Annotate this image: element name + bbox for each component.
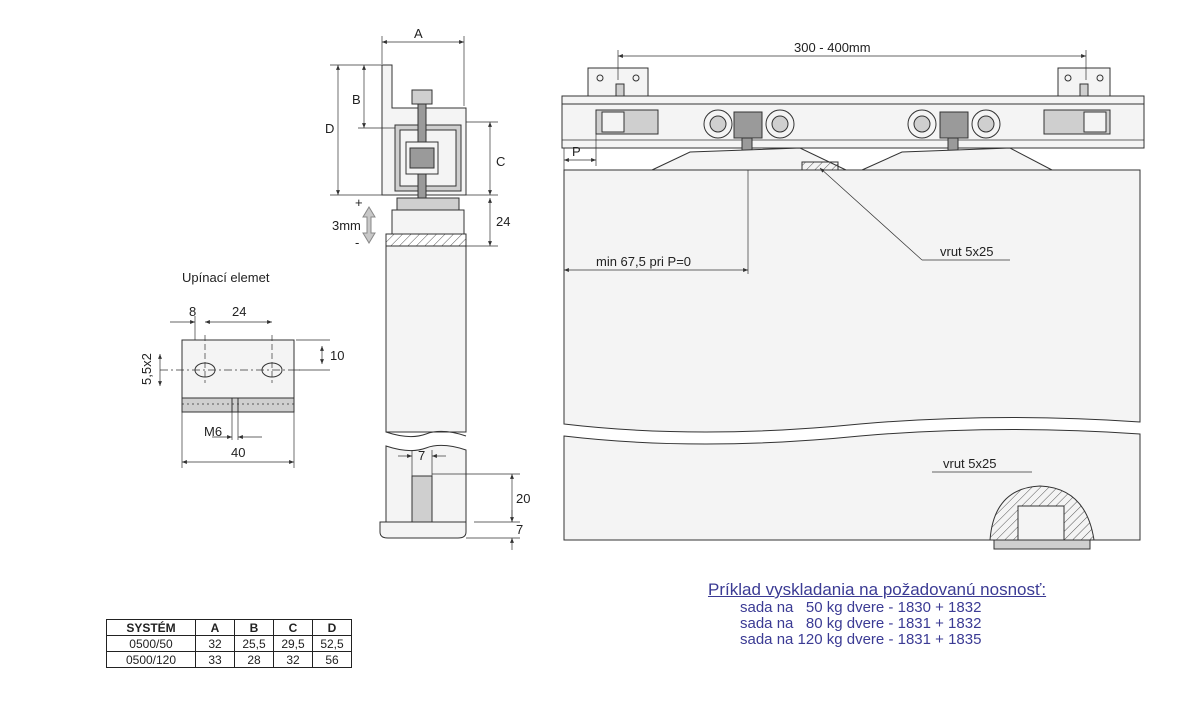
table-cell: 33 xyxy=(195,651,235,668)
screw-label-top: vrut 5x25 xyxy=(940,244,993,259)
hanger-body xyxy=(391,209,465,235)
table-cell: 0500/120 xyxy=(106,651,196,668)
example-block: Príklad vyskladania na požadovanú nosnos… xyxy=(700,580,1120,648)
hanger-plate-right xyxy=(861,147,1053,171)
example-line: sada na 120 kg dvere - 1831 + 1835 xyxy=(740,631,982,648)
adjust-label: 3mm xyxy=(332,218,361,233)
dim-b-label: B xyxy=(352,92,361,107)
dim-slot-label: 5,5x2 xyxy=(139,353,154,385)
example-heading: Príklad vyskladania na požadovanú nosnos… xyxy=(708,580,1047,599)
header-cell: D xyxy=(312,619,352,636)
dim-24-section-label: 24 xyxy=(496,214,510,229)
table-row: 0500/120 33 28 32 56 xyxy=(106,651,352,668)
dim-d-label: D xyxy=(325,121,334,136)
table-cell: 25,5 xyxy=(234,635,274,652)
front-view-drawing: 300 - 400mm P min 67,5 pri P=0 vrut 5x25… xyxy=(561,40,1145,550)
dim-7-top-label: 7 xyxy=(418,448,425,463)
dim-p-label: P xyxy=(572,144,581,159)
table-cell: 0500/50 xyxy=(106,635,196,652)
clamp-element-title: Upínací elemet xyxy=(182,270,270,285)
dim-min-label: min 67,5 pri P=0 xyxy=(596,254,691,269)
adjust-plus: + xyxy=(355,195,363,210)
dim-20-label: 20 xyxy=(516,491,530,506)
example-line: sada na 50 kg dvere - 1830 + 1832 xyxy=(740,599,982,616)
adjust-arrow-icon xyxy=(362,206,376,244)
bottom-guide-block xyxy=(1017,505,1065,541)
header-cell: C xyxy=(273,619,313,636)
door-lower xyxy=(563,428,1141,541)
hanger-plate xyxy=(385,233,467,247)
bottom-guide-plate xyxy=(993,539,1091,550)
example-line: sada na 80 kg dvere - 1831 + 1832 xyxy=(740,615,982,632)
table-cell: 29,5 xyxy=(273,635,313,652)
table-row: 0500/50 32 25,5 29,5 52,5 xyxy=(106,635,352,652)
hanger-nut xyxy=(396,197,460,211)
dim-8-label: 8 xyxy=(189,304,196,319)
dim-24-label: 24 xyxy=(232,304,246,319)
table-cell: 32 xyxy=(273,651,313,668)
clamp-element-drawing: Upínací elemet 8 24 10 5,5x2 M6 xyxy=(139,270,344,468)
screw-label-bottom: vrut 5x25 xyxy=(943,456,996,471)
header-cell: SYSTÉM xyxy=(106,619,196,636)
dim-c-label: C xyxy=(496,154,505,169)
door-leaf-section xyxy=(385,245,467,433)
table-cell: 28 xyxy=(234,651,274,668)
dim-a-label: A xyxy=(414,26,423,41)
adjust-minus: - xyxy=(355,235,359,250)
bolt-head xyxy=(411,89,433,105)
header-cell: A xyxy=(195,619,235,636)
guide-pin xyxy=(411,475,433,527)
dim-7-bottom-label: 7 xyxy=(516,522,523,537)
system-table: SYSTÉM A B C D 0500/50 32 25,5 29,5 52,5… xyxy=(106,619,352,668)
system-table-header: SYSTÉM A B C D xyxy=(106,619,352,636)
dim-40-label: 40 xyxy=(231,445,245,460)
section-view-drawing: A B D C 24 + 3mm - 7 20 xyxy=(325,26,530,550)
dim-10-label: 10 xyxy=(330,348,344,363)
table-cell: 52,5 xyxy=(312,635,352,652)
door-upper xyxy=(563,169,1141,433)
dim-span-label: 300 - 400mm xyxy=(794,40,871,55)
table-cell: 56 xyxy=(312,651,352,668)
guide-base xyxy=(379,521,467,539)
dim-m6-label: M6 xyxy=(204,424,222,439)
table-cell: 32 xyxy=(195,635,235,652)
header-cell: B xyxy=(234,619,274,636)
